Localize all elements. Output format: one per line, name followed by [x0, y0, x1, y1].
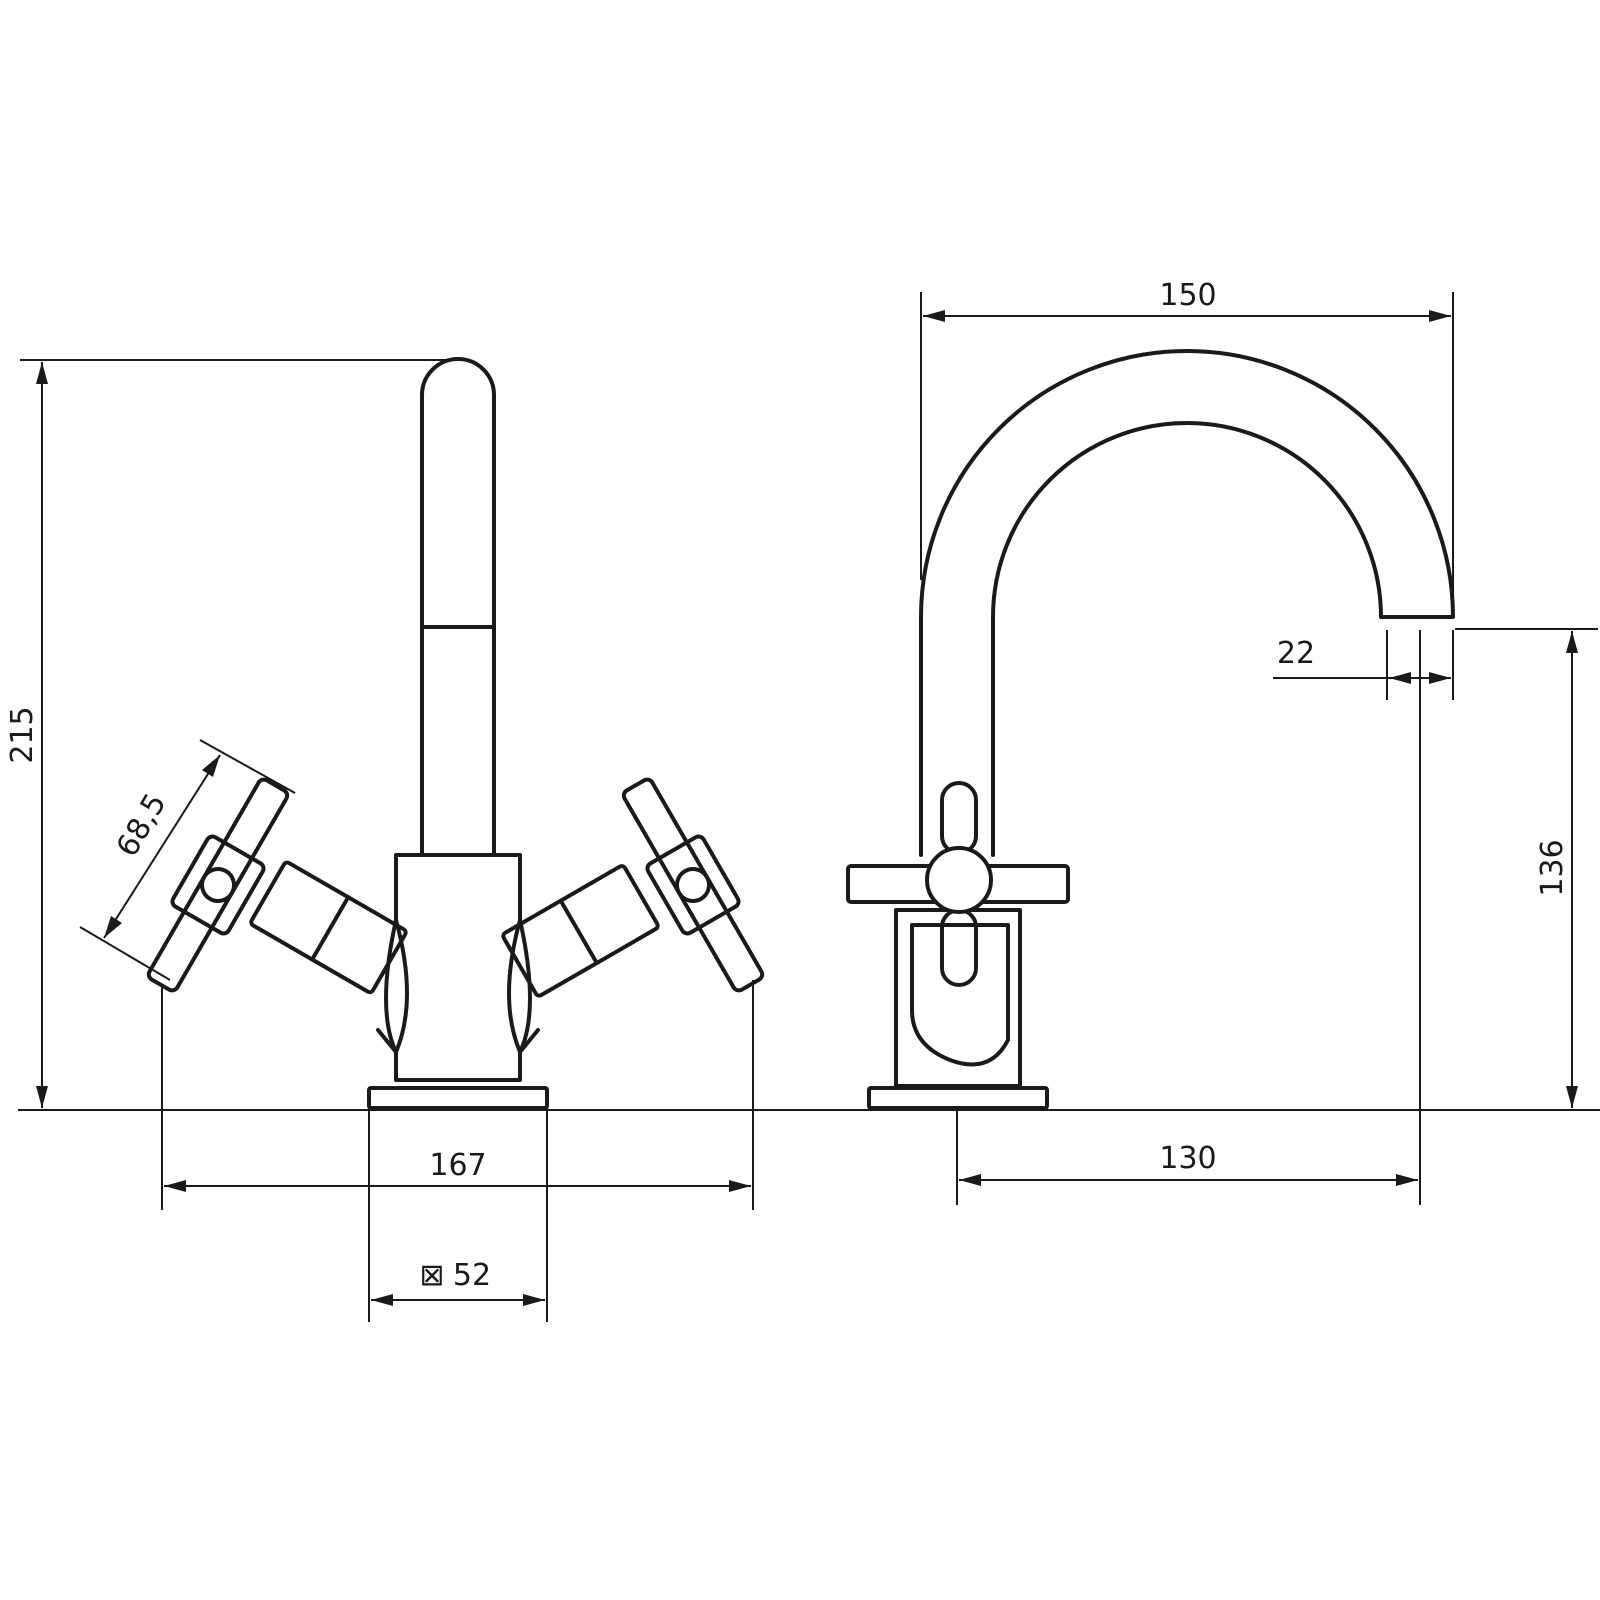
front-left-valve-collar — [376, 918, 409, 1054]
dim-label-spout-reach-bottom: 130 — [1159, 1141, 1216, 1176]
front-left-valve — [249, 860, 408, 995]
dim-label-handle-length: 68,5 — [110, 788, 174, 863]
dim-label-spout-height: 136 — [1535, 839, 1570, 896]
dim-label-handle-span: 167 — [429, 1148, 486, 1183]
front-spout-pipe — [420, 357, 496, 857]
side-view — [846, 349, 1455, 1110]
front-view — [146, 357, 765, 1110]
side-handle-arm-bottom — [940, 908, 978, 987]
dim-label-base-symbol: ⊠ — [419, 1258, 444, 1293]
side-body-recess — [910, 923, 1010, 1067]
dimension-lines — [18, 292, 1600, 1322]
front-right-cross-handle — [621, 777, 765, 993]
front-right-valve-collar — [507, 918, 540, 1054]
dimension-labels: 215 68,5 167 ⊠ 52 150 22 136 130 — [5, 278, 1570, 1293]
dim-label-spout-reach-top: 150 — [1159, 278, 1216, 313]
dim-label-base-size: 52 — [453, 1258, 491, 1293]
side-gooseneck-spout — [919, 349, 1455, 857]
side-base-plate — [867, 1086, 1049, 1110]
front-body — [384, 853, 532, 1082]
dim-label-front-height: 215 — [5, 706, 40, 763]
front-left-cross-handle — [146, 777, 290, 993]
front-right-valve — [501, 864, 660, 998]
side-body — [894, 908, 1022, 1088]
side-handle-arm-top — [940, 781, 978, 855]
side-handle-hub — [925, 846, 993, 914]
dim-label-spout-outlet: 22 — [1277, 636, 1315, 671]
front-base-plate — [367, 1086, 549, 1110]
